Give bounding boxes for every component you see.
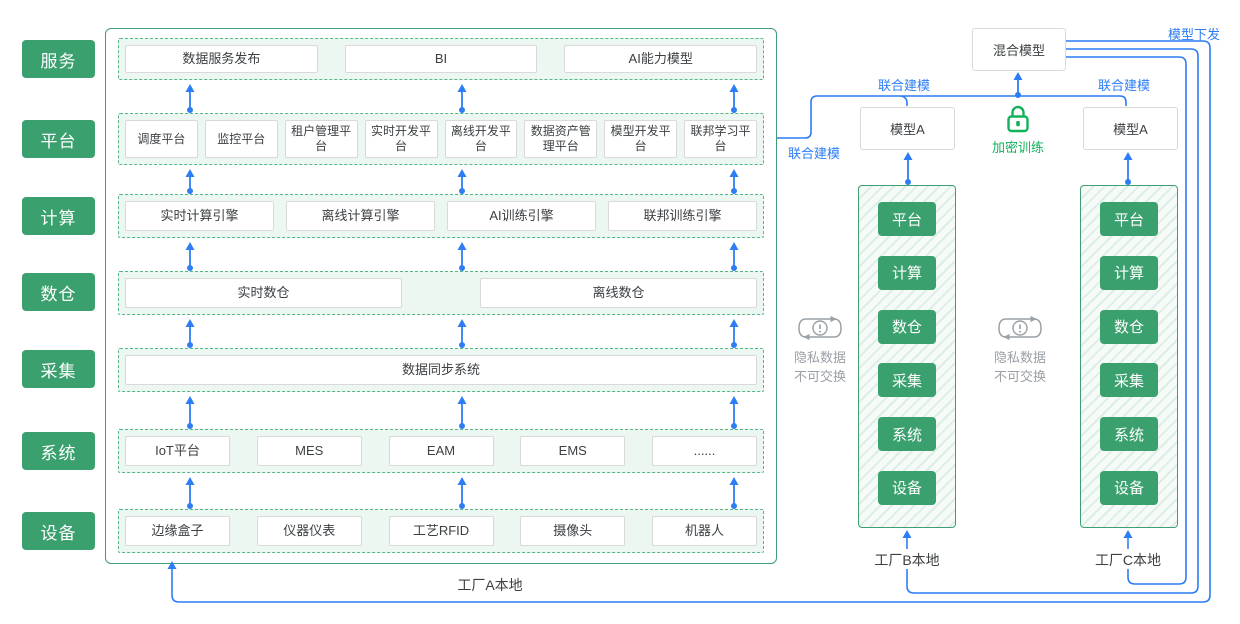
stage-box: 采集 [1100, 363, 1158, 398]
joint-modeling-label-mid: 联合建模 [878, 78, 931, 93]
layer-row-platform: 调度平台监控平台租户管理平台实时开发平台离线开发平台数据资产管理平台模型开发平台… [118, 113, 764, 165]
arrowhead [1013, 72, 1023, 80]
stage-box: 设备 [1100, 470, 1158, 505]
privacy-note-text: 隐私数据 [793, 350, 846, 365]
stage-box: 平台 [1100, 202, 1158, 236]
stage-box: 系统 [1100, 417, 1158, 452]
joint-modeling-label-right: 联合建模 [1098, 78, 1151, 93]
arrowhead [903, 152, 913, 160]
module-box-compute: 联邦训练引擎 [608, 201, 757, 231]
layer-row-warehouse: 实时数仓 离线数仓 [118, 271, 764, 315]
model-a-right-box: 模型A [1083, 107, 1178, 150]
privacy-note-left: 隐私数据 不可交换 [789, 315, 851, 386]
layer-row-system: IoT平台 MES EAM EMS...... [118, 429, 764, 473]
layer-label-device: 设备 [22, 512, 95, 550]
stage-box: 平台 [878, 202, 936, 236]
arrowhead [902, 530, 912, 538]
stage-box: 系统 [878, 417, 936, 452]
module-box-service: BI [344, 45, 538, 73]
privacy-note-text: 不可交换 [993, 369, 1046, 384]
no-exchange-icon [998, 316, 1042, 340]
module-box-system: EMS [520, 436, 626, 466]
no-exchange-icon [798, 316, 842, 340]
encrypted-training-label: 加密训练 [992, 140, 1045, 155]
layer-label-collect: 采集 [22, 350, 95, 388]
module-box-platform: 租户管理平台 [284, 120, 358, 158]
joint-modeling-branch-left [899, 95, 908, 106]
module-box-platform: 调度平台 [125, 120, 198, 158]
stage-box: 计算 [878, 255, 936, 290]
factory-c-column: 平台计算数仓采集系统设备 [1080, 185, 1178, 528]
privacy-note-text: 不可交换 [793, 369, 846, 384]
module-box-device: 机器人 [652, 516, 757, 546]
arrow-origin-dot [1015, 92, 1021, 98]
module-box-platform: 数据资产管理平台 [524, 120, 598, 158]
module-box-device: 摄像头 [520, 516, 626, 546]
layer-row-service: 数据服务发布 BI AI能力模型 [118, 38, 764, 80]
module-box-platform: 离线开发平台 [444, 120, 518, 158]
module-box-compute: AI训练引擎 [447, 201, 596, 231]
module-box-platform: 模型开发平台 [604, 120, 678, 158]
layer-label-warehouse: 数仓 [22, 273, 95, 311]
layer-row-compute: 实时计算引擎离线计算引擎 AI训练引擎联邦训练引擎 [118, 194, 764, 238]
module-box-platform: 监控平台 [204, 120, 278, 158]
module-box-service: 数据服务发布 [125, 45, 318, 73]
privacy-note-text: 隐私数据 [993, 350, 1046, 365]
layer-label-platform: 平台 [22, 120, 95, 158]
joint-modeling-label-left: 联合建模 [788, 146, 841, 161]
layer-label-compute: 计算 [22, 197, 95, 235]
module-box-compute: 离线计算引擎 [286, 201, 435, 231]
module-box-device: 工艺RFID [388, 516, 494, 546]
mixed-model-box: 混合模型 [972, 28, 1066, 71]
layer-row-collect: 数据同步系统 [118, 348, 764, 392]
module-box-compute: 实时计算引擎 [125, 201, 274, 231]
module-box-system: IoT平台 [125, 436, 230, 466]
module-box-platform: 实时开发平台 [364, 120, 438, 158]
stage-box: 采集 [878, 363, 936, 398]
layer-row-device: 边缘盒子仪器仪表工艺RFID 摄像头机器人 [118, 509, 764, 553]
layer-label-service: 服务 [22, 40, 95, 78]
model-a-left-box: 模型A [860, 107, 955, 150]
module-box-system: MES [256, 436, 362, 466]
module-box-service: AI能力模型 [564, 45, 758, 73]
stage-box: 数仓 [878, 309, 936, 344]
module-box-device: 仪器仪表 [256, 516, 362, 546]
factory-c-label: 工厂C本地 [1094, 552, 1162, 568]
factory-b-column: 平台计算数仓采集系统设备 [858, 185, 956, 528]
module-box-collect: 数据同步系统 [125, 355, 757, 385]
module-box-warehouse: 实时数仓 [125, 278, 402, 308]
module-box-system: EAM [388, 436, 494, 466]
stage-box: 计算 [1100, 255, 1158, 290]
module-box-platform: 联邦学习平台 [684, 120, 757, 158]
stage-box: 设备 [878, 470, 936, 505]
model-distribute-label: 模型下发 [1168, 27, 1221, 42]
factory-b-label: 工厂B本地 [874, 552, 940, 568]
privacy-note-right: 隐私数据 不可交换 [989, 315, 1051, 386]
layer-label-system: 系统 [22, 432, 95, 470]
factory-a-label: 工厂A本地 [457, 577, 523, 593]
module-box-device: 边缘盒子 [125, 516, 230, 546]
stage-box: 数仓 [1100, 309, 1158, 344]
arrowhead [1123, 530, 1133, 538]
arrowhead [1123, 152, 1133, 160]
module-box-system: ...... [652, 436, 757, 466]
module-box-warehouse: 离线数仓 [480, 278, 757, 308]
lock-icon [1007, 105, 1029, 133]
